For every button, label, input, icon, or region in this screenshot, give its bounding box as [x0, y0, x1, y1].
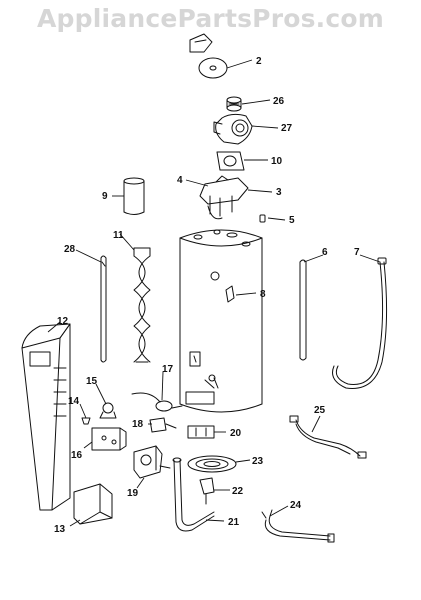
callout-25: 25	[314, 405, 326, 416]
leader-lines	[47, 59, 381, 527]
callout-14: 14	[68, 396, 80, 407]
bracket-part	[91, 427, 127, 451]
callout-20: 20	[230, 428, 242, 439]
callout-22: 22	[232, 486, 244, 497]
burner-part	[187, 455, 237, 473]
callout-23: 23	[252, 456, 264, 467]
flue-baffle-part	[133, 247, 151, 363]
callout-24: 24	[290, 500, 302, 511]
callout-15: 15	[86, 376, 98, 387]
callout-9: 9	[102, 191, 108, 202]
dip-tube-part	[299, 259, 307, 361]
nipple-part	[259, 214, 266, 223]
screw-part	[81, 417, 91, 425]
gasket-part	[216, 151, 245, 171]
callout-18: 18	[132, 419, 144, 430]
callout-5: 5	[289, 215, 295, 226]
callout-27: 27	[281, 123, 293, 134]
callout-28: 28	[64, 244, 76, 255]
pilot-assembly-part	[199, 477, 215, 505]
callout-26: 26	[273, 96, 285, 107]
blower-part	[213, 113, 253, 145]
anode-rod-part	[100, 255, 107, 363]
callout-4: 4	[177, 175, 183, 186]
junction-box-part	[73, 483, 113, 525]
vent-elbow-part	[189, 33, 213, 53]
callout-labels: 2 3 4 5 6 7 8 9 10 11 12 13 14 15 16 17 …	[54, 56, 360, 535]
callout-3: 3	[276, 187, 282, 198]
wire-harness-part	[289, 415, 367, 459]
inner-door-part	[187, 425, 215, 439]
callout-2: 2	[256, 56, 262, 67]
pilot-tube-part	[261, 509, 335, 543]
callout-6: 6	[322, 247, 328, 258]
vent-cap-part	[226, 96, 242, 112]
flex-connector-part	[332, 257, 388, 389]
jacket-cover-part	[21, 323, 71, 511]
callout-13: 13	[54, 524, 66, 535]
callout-21: 21	[228, 517, 240, 528]
callout-16: 16	[71, 450, 83, 461]
switch-part	[99, 402, 117, 419]
callout-11: 11	[113, 230, 124, 241]
draft-hood-part	[199, 175, 249, 220]
callout-12: 12	[57, 316, 69, 327]
callout-17: 17	[162, 364, 174, 375]
vent-pipe-part	[123, 177, 145, 215]
callout-10: 10	[271, 156, 283, 167]
watermark-text: AppliancePartsPros.com	[36, 4, 385, 33]
callout-7: 7	[354, 247, 360, 258]
thermocouple-part	[131, 392, 183, 412]
gas-control-part	[133, 445, 171, 479]
water-heater-tank	[179, 229, 263, 413]
deflector-disk-part	[198, 57, 228, 79]
sensor-part	[149, 417, 177, 433]
manifold-tube-part	[172, 457, 215, 532]
callout-8: 8	[260, 289, 266, 300]
callout-19: 19	[127, 488, 139, 499]
